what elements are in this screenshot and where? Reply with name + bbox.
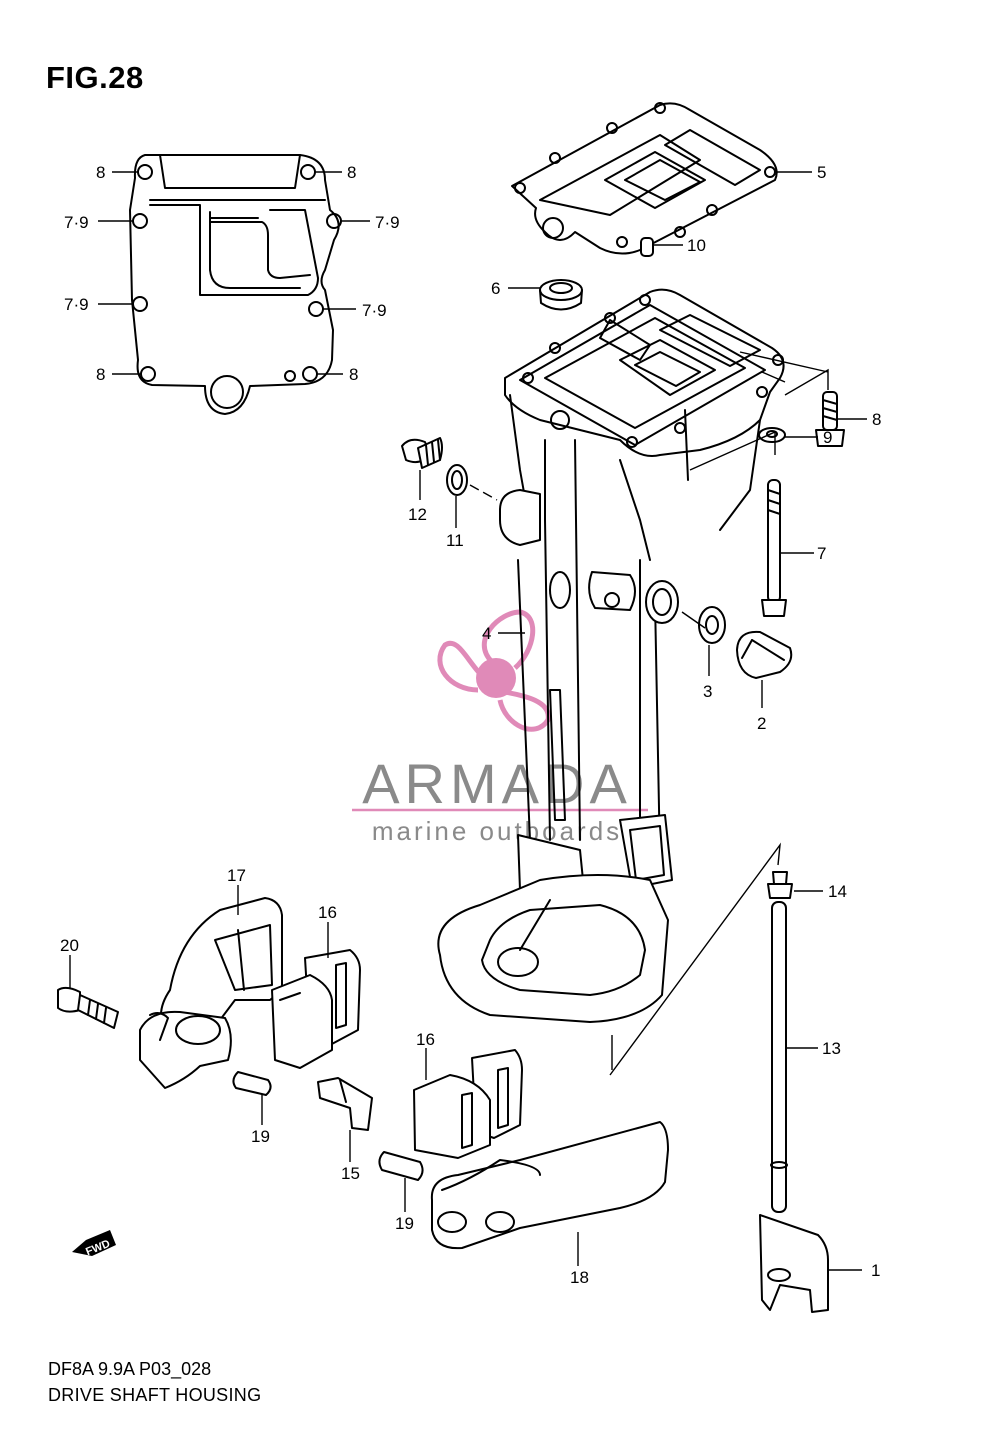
- callout-labels: 8 8 7·9 7·9 7·9 7·9 8 8 5 6 10 8 9 7 12 …: [60, 163, 881, 1287]
- callout-11: 11: [446, 531, 464, 550]
- figure-code: DF8A 9.9A P03_028: [48, 1359, 212, 1379]
- callout-10: 10: [687, 236, 706, 255]
- callout-17: 17: [227, 866, 246, 885]
- part-16-rubber-mount-lower: [413, 1049, 523, 1159]
- callout-gasket-8-bl: 8: [96, 365, 105, 384]
- part-19-pin-lower: [378, 1151, 424, 1181]
- leader-lines: [69, 171, 867, 1271]
- callout-gasket-7-9-l1: 7·9: [64, 213, 89, 232]
- part-14-grommet: [767, 871, 793, 899]
- part-2-drain-plug: [736, 630, 793, 679]
- part-11-gasket-washer: [446, 464, 468, 496]
- part-7-long-bolt: [761, 479, 787, 617]
- callout-8: 8: [872, 410, 881, 429]
- part-16-rubber-mount-upper: [271, 949, 361, 1069]
- part-17-clamp-bracket: [139, 897, 283, 1089]
- callout-15: 15: [341, 1164, 360, 1183]
- callout-12: 12: [408, 505, 427, 524]
- callout-gasket-7-9-r2: 7·9: [362, 301, 387, 320]
- watermark-brand: ARMADA: [362, 752, 632, 815]
- callout-gasket-7-9-l2: 7·9: [64, 295, 89, 314]
- callout-13: 13: [822, 1039, 841, 1058]
- callout-19-lower: 19: [395, 1214, 414, 1233]
- part-19-pin-upper: [232, 1071, 272, 1096]
- watermark-tagline: marine outboards: [372, 816, 622, 846]
- callout-7: 7: [817, 544, 826, 563]
- callout-3: 3: [703, 682, 712, 701]
- callout-2: 2: [757, 714, 766, 733]
- part-3-washer: [698, 606, 726, 644]
- callout-18: 18: [570, 1268, 589, 1287]
- propeller-hub: [476, 658, 516, 698]
- callout-19-upper: 19: [251, 1127, 270, 1146]
- callout-gasket-8-tl: 8: [96, 163, 105, 182]
- callout-4: 4: [482, 624, 491, 643]
- callout-gasket-7-9-r1: 7·9: [375, 213, 400, 232]
- part-6-oil-seal: [539, 279, 583, 311]
- callout-6: 6: [491, 279, 500, 298]
- part-13-water-tube: [770, 901, 788, 1213]
- part-15-stopper: [317, 1077, 373, 1131]
- part-20-bolt: [57, 986, 119, 1029]
- part-1-grommet-block: [759, 1214, 829, 1313]
- figure-name: DRIVE SHAFT HOUSING: [48, 1385, 262, 1405]
- callout-16-upper: 16: [318, 903, 337, 922]
- callout-gasket-8-tr: 8: [347, 163, 356, 182]
- part-4-drive-shaft-housing: [437, 288, 785, 1023]
- armada-watermark: ARMADA marine outboards: [352, 609, 648, 846]
- callout-gasket-8-br: 8: [349, 365, 358, 384]
- part-10-dowel-pin: [640, 237, 654, 257]
- fwd-direction-arrow: FWD: [72, 1230, 116, 1258]
- callout-20: 20: [60, 936, 79, 955]
- part-18-lower-mount-housing: [430, 1121, 669, 1250]
- part-5-gasket: [511, 102, 778, 255]
- callout-1: 1: [871, 1261, 880, 1280]
- part-12-plug: [401, 437, 443, 469]
- callout-14: 14: [828, 882, 847, 901]
- gasket-top-view: [129, 154, 342, 415]
- part-9-washer: [758, 427, 786, 443]
- callout-5: 5: [817, 163, 826, 182]
- part-8-bolt: [815, 391, 845, 447]
- callout-16-lower: 16: [416, 1030, 435, 1049]
- callout-9: 9: [823, 428, 832, 447]
- figure-title: FIG.28: [46, 60, 144, 95]
